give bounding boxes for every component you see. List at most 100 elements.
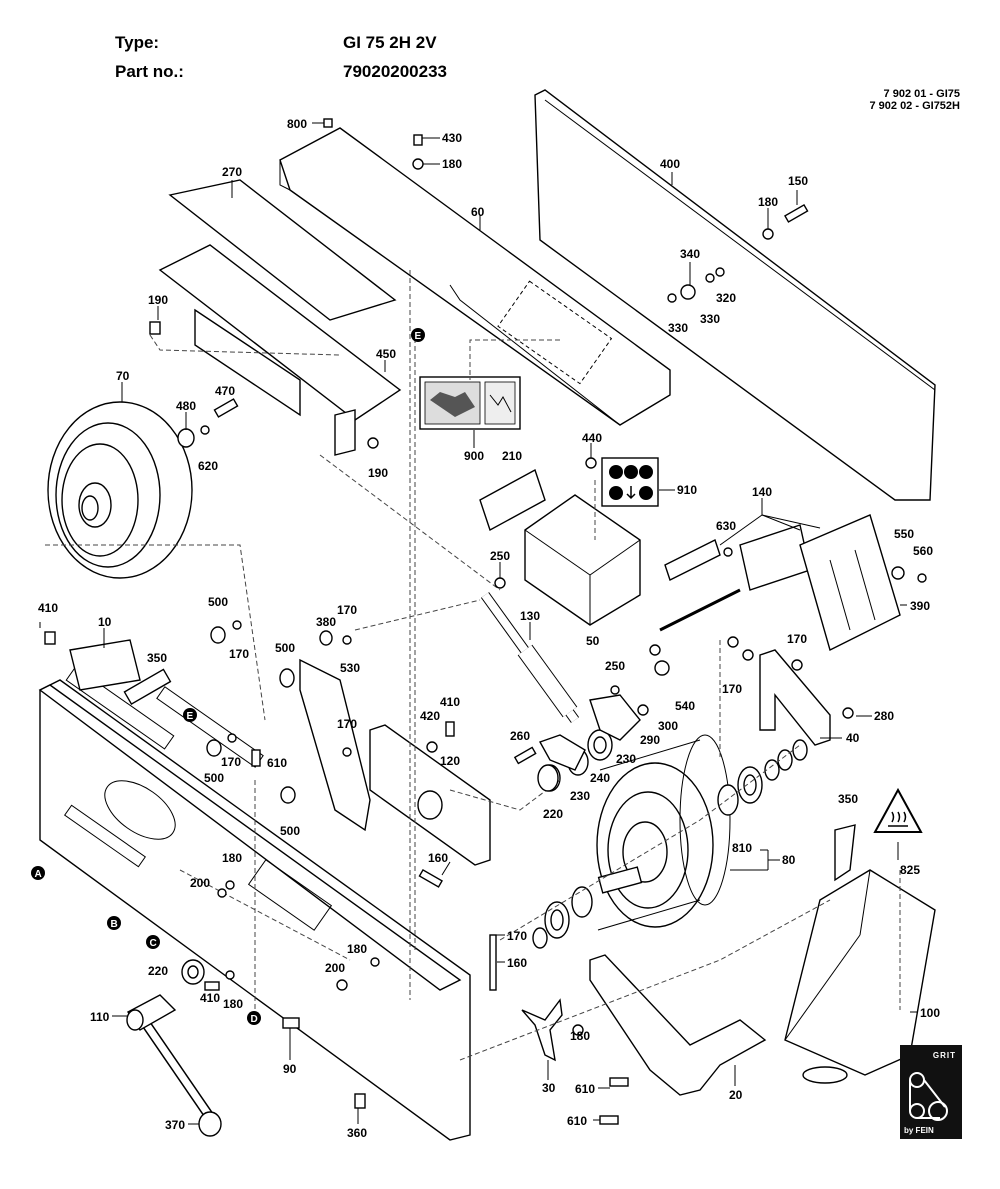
label-170: 170 — [229, 647, 249, 661]
label-500: 500 — [280, 824, 300, 838]
bearings-810 — [532, 739, 808, 949]
bracket-350 — [834, 824, 856, 882]
marker-e-frame: E — [187, 711, 194, 722]
plate-210 — [479, 468, 546, 532]
label-30: 30 — [542, 1081, 556, 1095]
label-200: 200 — [190, 876, 210, 890]
label-20: 20 — [729, 1088, 743, 1102]
type-label: Type: — [115, 33, 160, 52]
label-560: 560 — [913, 544, 933, 558]
label-350: 350 — [838, 792, 858, 806]
label-340: 340 — [680, 247, 700, 261]
label-480: 480 — [176, 399, 196, 413]
label-500: 500 — [275, 641, 295, 655]
label-320: 320 — [716, 291, 736, 305]
label-500: 500 — [208, 595, 228, 609]
label-210: 210 — [502, 449, 522, 463]
label-180: 180 — [223, 997, 243, 1011]
label-180: 180 — [442, 157, 462, 171]
marker-b: B — [111, 919, 118, 930]
label-260: 260 — [510, 729, 530, 743]
marker-a: A — [35, 869, 42, 880]
label-610: 610 — [567, 1114, 587, 1128]
grit-by-fein-logo: GRIT by FEIN — [900, 1045, 962, 1139]
label-170: 170 — [337, 717, 357, 731]
label-540: 540 — [675, 699, 695, 713]
label-60: 60 — [471, 205, 485, 219]
part-number-label: Part no.: — [115, 62, 184, 81]
label-440: 440 — [582, 431, 602, 445]
marker-c: C — [150, 938, 157, 949]
part-labels: 800 430 180 270 60 400 150 180 340 320 3… — [38, 117, 940, 1140]
label-530: 530 — [340, 661, 360, 675]
label-110: 110 — [90, 1010, 110, 1024]
label-360: 360 — [347, 1126, 367, 1140]
marker-e-cover: E — [415, 331, 422, 342]
label-190: 190 — [368, 466, 388, 480]
label-170: 170 — [337, 603, 357, 617]
label-240: 240 — [590, 771, 610, 785]
label-450: 450 — [376, 347, 396, 361]
label-810: 810 — [732, 841, 752, 855]
label-610: 610 — [267, 756, 287, 770]
label-120: 120 — [440, 754, 460, 768]
label-270: 270 — [222, 165, 242, 179]
label-280: 280 — [874, 709, 894, 723]
label-825: 825 — [900, 863, 920, 877]
label-160: 160 — [428, 851, 448, 865]
housing-50 — [524, 494, 641, 626]
label-400: 400 — [660, 157, 680, 171]
gas-spring-130 — [480, 592, 580, 723]
label-410: 410 — [440, 695, 460, 709]
label-370: 370 — [165, 1118, 185, 1132]
label-330: 330 — [700, 312, 720, 326]
drum-80 — [596, 734, 731, 931]
main-frame — [38, 639, 471, 1141]
logo-grit-text: GRIT — [932, 1051, 956, 1060]
label-290: 290 — [640, 733, 660, 747]
label-420: 420 — [420, 709, 440, 723]
reference-codes: 7 902 01 - GI75 7 902 02 - GI752H — [830, 88, 960, 112]
label-180: 180 — [222, 851, 242, 865]
marker-d: D — [251, 1014, 258, 1025]
label-140: 140 — [752, 485, 772, 499]
label-380: 380 — [316, 615, 336, 629]
label-250: 250 — [490, 549, 510, 563]
label-10: 10 — [98, 615, 112, 629]
label-130: 130 — [520, 609, 540, 623]
strip-270 — [168, 179, 397, 321]
label-180: 180 — [347, 942, 367, 956]
label-410: 410 — [38, 601, 58, 615]
label-350: 350 — [147, 651, 167, 665]
part-number-value: 79020200233 — [343, 62, 448, 81]
handle-110-370 — [126, 994, 222, 1137]
leader-lines — [39, 122, 918, 1125]
reference-line-2: 7 902 02 - GI752H — [869, 100, 960, 112]
label-50: 50 — [586, 634, 600, 648]
photo-900 — [419, 376, 521, 430]
arm-20 — [589, 954, 767, 1096]
label-390: 390 — [910, 599, 930, 613]
label-550: 550 — [894, 527, 914, 541]
label-170: 170 — [221, 755, 241, 769]
label-90: 90 — [283, 1062, 297, 1076]
type-value: GI 75 2H 2V — [343, 33, 437, 52]
label-40: 40 — [846, 731, 860, 745]
plate-530 — [299, 658, 371, 832]
label-410: 410 — [200, 991, 220, 1005]
panel-400 — [534, 89, 936, 501]
logo-by-fein-text: by FEIN — [904, 1126, 934, 1135]
belt-grinder-icon — [909, 1072, 948, 1121]
label-470: 470 — [215, 384, 235, 398]
label-100: 100 — [920, 1006, 940, 1020]
label-230: 230 — [570, 789, 590, 803]
wheel-70 — [47, 401, 193, 579]
label-620: 620 — [198, 459, 218, 473]
label-170: 170 — [787, 632, 807, 646]
label-910: 910 — [677, 483, 697, 497]
label-220: 220 — [148, 964, 168, 978]
bracket-40 — [759, 649, 831, 746]
label-300: 300 — [658, 719, 678, 733]
label-150: 150 — [788, 174, 808, 188]
